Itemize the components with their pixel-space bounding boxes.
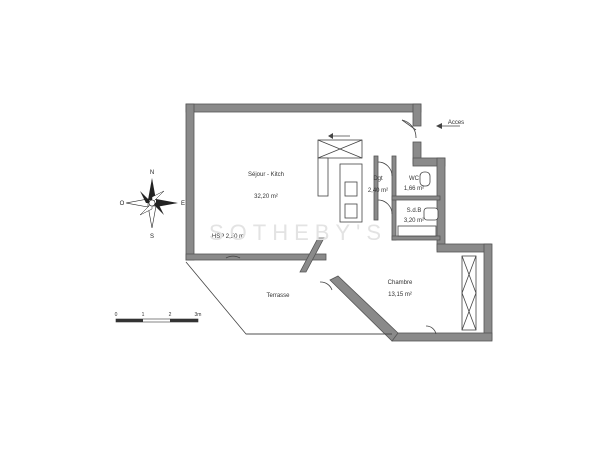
compass-center bbox=[148, 199, 156, 207]
access-arrow-head bbox=[436, 123, 442, 129]
chambre-right-wall bbox=[483, 243, 493, 341]
sdb-door-arc bbox=[377, 199, 393, 215]
toilet-icon bbox=[419, 171, 431, 187]
wc-area: 1,66 m² bbox=[404, 186, 424, 192]
watermark: SOTHEBY'S bbox=[209, 220, 387, 245]
compass-rose: N S O E bbox=[120, 170, 185, 240]
compass-n-label: N bbox=[150, 170, 154, 176]
entry-door-leaf bbox=[401, 119, 417, 131]
right-upper-wall bbox=[412, 103, 422, 127]
sanitary-fixtures bbox=[397, 171, 439, 237]
dgt-name: Dgt bbox=[373, 176, 383, 182]
scale-tick-3: 3m bbox=[195, 312, 202, 318]
entry-door-arc bbox=[401, 119, 417, 139]
wc-name: WC bbox=[409, 176, 420, 182]
scale-bar: 0 1 2 3m bbox=[115, 312, 202, 323]
chambre-diagonal-wall bbox=[329, 275, 399, 342]
scale-bar-segment bbox=[170, 319, 198, 322]
kitchen-arrow bbox=[328, 133, 350, 139]
scale-tick-1: 1 bbox=[142, 312, 145, 318]
compass-e-label: E bbox=[181, 201, 185, 207]
kitchen-counter-left bbox=[317, 157, 329, 197]
chambre-door-arc bbox=[319, 281, 333, 291]
terrasse-door-arc bbox=[225, 255, 241, 259]
sdb-area: 3,20 m² bbox=[404, 218, 424, 224]
chambre-window-arc bbox=[425, 325, 437, 335]
chambre-area: 13,15 m² bbox=[388, 292, 412, 298]
sejour-area: 32,20 m² bbox=[254, 194, 278, 200]
compass-s-label: S bbox=[150, 234, 154, 240]
window-line bbox=[461, 292, 477, 331]
compass-diagonal bbox=[140, 191, 152, 203]
sink bbox=[344, 203, 358, 219]
cooktop bbox=[344, 181, 358, 197]
chambre-top-wall bbox=[436, 243, 492, 253]
washbasin-icon bbox=[423, 207, 439, 221]
sdb-bottom-wall bbox=[391, 235, 441, 241]
chambre-window bbox=[461, 255, 477, 331]
scale-bar-segment bbox=[116, 319, 143, 322]
terrasse-name: Terrasse bbox=[266, 293, 290, 299]
window-frame bbox=[461, 255, 477, 331]
access-label: Acces bbox=[448, 120, 464, 126]
sejour-chambre-wall bbox=[299, 237, 325, 273]
window-line bbox=[461, 255, 477, 294]
access-arrow: Acces bbox=[436, 120, 464, 129]
wc-door-arc bbox=[377, 161, 393, 177]
terrasse bbox=[185, 261, 392, 335]
left-wall bbox=[185, 103, 195, 261]
compass-diagonal bbox=[152, 203, 164, 215]
chambre-name: Chambre bbox=[388, 280, 413, 286]
compass-east-arrow bbox=[156, 199, 178, 207]
kitchen-arrow-head bbox=[328, 133, 333, 139]
terrasse-top-wall bbox=[185, 253, 327, 261]
chambre-bottom-wall bbox=[391, 332, 493, 342]
hsp-label: HSP 2,50 m bbox=[212, 234, 244, 240]
scale-tick-2: 2 bbox=[169, 312, 172, 318]
compass-north-arrow bbox=[148, 178, 156, 200]
top-wall bbox=[185, 103, 422, 113]
wc-sdb-wall bbox=[391, 195, 441, 201]
interior-walls bbox=[299, 139, 441, 273]
counter-line bbox=[317, 139, 363, 159]
sejour-name: Séjour - Kitch bbox=[248, 172, 284, 178]
scale-tick-0: 0 bbox=[115, 312, 118, 318]
dgt-area: 2,40 m² bbox=[368, 188, 388, 194]
exterior-walls bbox=[185, 103, 493, 342]
compass-o-label: O bbox=[120, 201, 125, 207]
dgt-left-wall bbox=[373, 155, 379, 221]
sdb-name: S.d.B bbox=[407, 208, 422, 214]
bathtub-icon bbox=[397, 225, 437, 237]
doors bbox=[225, 119, 437, 335]
